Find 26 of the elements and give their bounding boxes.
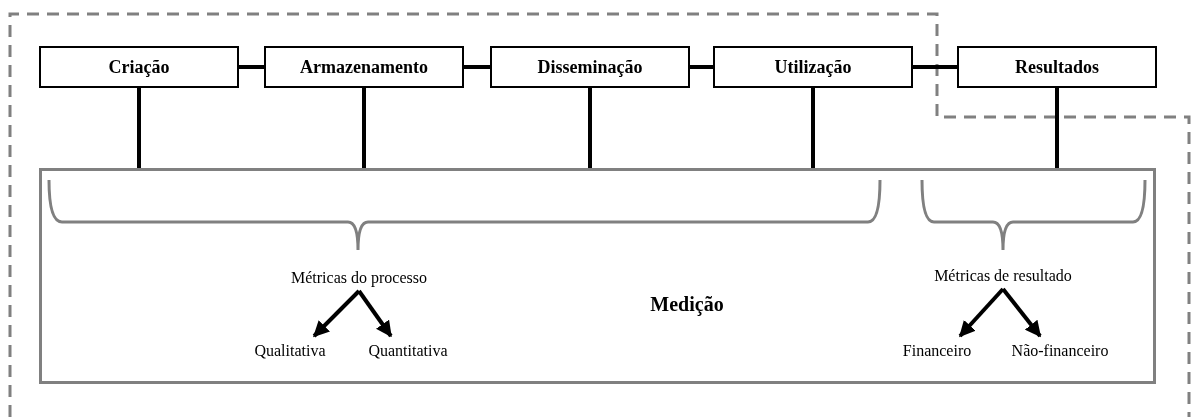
arrow: [312, 289, 361, 338]
metric-label: Financeiro: [885, 340, 989, 362]
connector-line: [464, 65, 490, 69]
measurement-area-box: [39, 168, 1156, 384]
connector-line: [690, 65, 713, 69]
connector-line: [1055, 88, 1059, 168]
process-box: Utilização: [713, 46, 913, 88]
metric-label: Não-financeiro: [999, 340, 1121, 362]
metric-label: Métricas do processo: [284, 267, 434, 289]
process-box: Disseminação: [490, 46, 690, 88]
arrow: [357, 289, 393, 338]
arrow: [1001, 287, 1042, 338]
process-box: Criação: [39, 46, 239, 88]
connector-line: [137, 88, 141, 168]
metric-label: Qualitativa: [240, 340, 340, 362]
connector-line: [588, 88, 592, 168]
connector-line: [913, 65, 957, 69]
process-box: Armazenamento: [264, 46, 464, 88]
connector-line: [239, 65, 264, 69]
connector-line: [362, 88, 366, 168]
arrow: [958, 287, 1005, 338]
metric-label: Métricas de resultado: [923, 265, 1083, 287]
area-title: Medição: [649, 293, 725, 316]
process-box: Resultados: [957, 46, 1157, 88]
metric-label: Quantitativa: [352, 340, 464, 362]
connector-line: [811, 88, 815, 168]
